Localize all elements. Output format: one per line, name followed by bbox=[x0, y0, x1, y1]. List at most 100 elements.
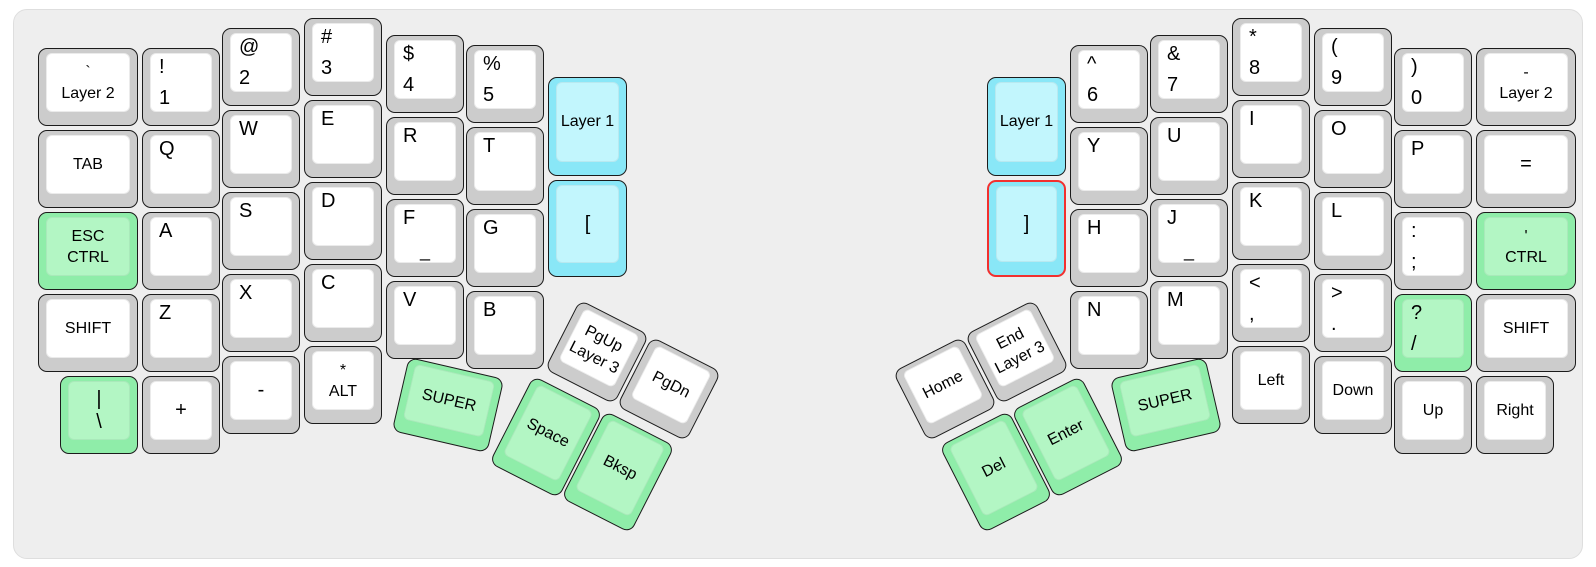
f-key[interactable]: F_ bbox=[386, 199, 464, 277]
hash-3-key[interactable]: #3 bbox=[304, 18, 382, 96]
p-legend: P bbox=[1411, 138, 1425, 160]
arrow-down-key[interactable]: Down bbox=[1314, 356, 1392, 434]
super-left-keycap: SUPER bbox=[402, 363, 496, 438]
b-key[interactable]: B bbox=[466, 291, 544, 369]
colon-semicolon-key[interactable]: :; bbox=[1394, 212, 1472, 290]
at-2-key[interactable]: @2 bbox=[222, 28, 300, 106]
quote-ctrl-legend-lines: 'CTRL bbox=[1485, 218, 1567, 275]
r-key[interactable]: R bbox=[386, 117, 464, 195]
w-key[interactable]: W bbox=[222, 110, 300, 188]
layer2-left-legend-lines: `Layer 2 bbox=[47, 54, 129, 111]
greater-period-keycap: >. bbox=[1322, 279, 1384, 338]
percent-5-keycap: %5 bbox=[474, 50, 536, 109]
layer1-right-keycap: Layer 1 bbox=[995, 82, 1058, 162]
paren-0-key[interactable]: )0 bbox=[1394, 48, 1472, 126]
esc-ctrl-keycap: ESC CTRL bbox=[46, 217, 130, 276]
exclam-1-keycap: !1 bbox=[150, 53, 212, 112]
z-keycap: Z bbox=[150, 299, 212, 358]
percent-5-key[interactable]: %5 bbox=[466, 45, 544, 123]
arrow-right-keycap: Right bbox=[1484, 381, 1546, 440]
arrow-up-key[interactable]: Up bbox=[1394, 376, 1472, 454]
question-slash-key[interactable]: ?/ bbox=[1394, 294, 1472, 372]
equals-key[interactable]: = bbox=[1476, 130, 1576, 208]
t-key[interactable]: T bbox=[466, 127, 544, 205]
g-key[interactable]: G bbox=[466, 209, 544, 287]
a-keycap: A bbox=[150, 217, 212, 276]
y-keycap: Y bbox=[1078, 132, 1140, 191]
k-key[interactable]: K bbox=[1232, 182, 1310, 260]
percent-5-legend: 5 bbox=[483, 84, 495, 106]
c-key[interactable]: C bbox=[304, 264, 382, 342]
esc-ctrl-legend: CTRL bbox=[67, 248, 109, 266]
exclam-1-key[interactable]: !1 bbox=[142, 48, 220, 126]
left-bracket-key[interactable]: [ bbox=[548, 180, 627, 277]
esc-ctrl-legend: ESC bbox=[71, 227, 105, 245]
minus-key[interactable]: - bbox=[222, 356, 300, 434]
paren-0-keycap: )0 bbox=[1402, 53, 1464, 112]
minus-layer2-key[interactable]: -Layer 2 bbox=[1476, 48, 1576, 126]
d-key[interactable]: D bbox=[304, 182, 382, 260]
a-key[interactable]: A bbox=[142, 212, 220, 290]
p-key[interactable]: P bbox=[1394, 130, 1472, 208]
at-2-legend: @ bbox=[239, 36, 260, 58]
greater-period-key[interactable]: >. bbox=[1314, 274, 1392, 352]
amp-7-legend: 7 bbox=[1167, 74, 1179, 96]
layer1-right-key[interactable]: Layer 1 bbox=[987, 77, 1066, 176]
equals-keycap: = bbox=[1484, 135, 1568, 194]
plus-key[interactable]: + bbox=[142, 376, 220, 454]
x-key[interactable]: X bbox=[222, 274, 300, 352]
arrow-right-legend: Right bbox=[1496, 401, 1534, 419]
shift-right-key[interactable]: SHIFT bbox=[1476, 294, 1576, 372]
colon-semicolon-keycap: :; bbox=[1402, 217, 1464, 276]
arrow-left-key[interactable]: Left bbox=[1232, 346, 1310, 424]
l-key[interactable]: L bbox=[1314, 192, 1392, 270]
m-keycap: M bbox=[1158, 286, 1220, 345]
caret-6-key[interactable]: ^6 bbox=[1070, 45, 1148, 123]
super-right-legend: SUPER bbox=[1136, 385, 1194, 415]
n-keycap: N bbox=[1078, 296, 1140, 355]
h-key[interactable]: H bbox=[1070, 209, 1148, 287]
q-legend: Q bbox=[159, 138, 175, 160]
e-key[interactable]: E bbox=[304, 100, 382, 178]
plus-legend: + bbox=[175, 399, 187, 421]
amp-7-key[interactable]: &7 bbox=[1150, 35, 1228, 113]
shift-left-key[interactable]: SHIFT bbox=[38, 294, 138, 372]
m-key[interactable]: M bbox=[1150, 281, 1228, 359]
paren-9-keycap: (9 bbox=[1322, 33, 1384, 92]
c-legend: C bbox=[321, 272, 336, 294]
o-key[interactable]: O bbox=[1314, 110, 1392, 188]
paren-9-key[interactable]: (9 bbox=[1314, 28, 1392, 106]
v-key[interactable]: V bbox=[386, 281, 464, 359]
equals-legend: = bbox=[1520, 153, 1532, 175]
less-comma-legend: , bbox=[1249, 303, 1255, 325]
j-key[interactable]: J_ bbox=[1150, 199, 1228, 277]
layer2-left-key[interactable]: `Layer 2 bbox=[38, 48, 138, 126]
i-key[interactable]: I bbox=[1232, 100, 1310, 178]
b-legend: B bbox=[483, 299, 497, 321]
esc-ctrl-key[interactable]: ESC CTRL bbox=[38, 212, 138, 290]
e-legend: E bbox=[321, 108, 335, 130]
less-comma-key[interactable]: <, bbox=[1232, 264, 1310, 342]
y-key[interactable]: Y bbox=[1070, 127, 1148, 205]
l-keycap: L bbox=[1322, 197, 1384, 256]
greater-period-legend: > bbox=[1331, 282, 1343, 304]
arrow-right-key[interactable]: Right bbox=[1476, 376, 1554, 454]
z-key[interactable]: Z bbox=[142, 294, 220, 372]
left-bracket-keycap: [ bbox=[556, 185, 619, 263]
less-comma-keycap: <, bbox=[1240, 269, 1302, 328]
pipe-backslash-key[interactable]: |\ bbox=[60, 376, 138, 454]
quote-ctrl-key[interactable]: 'CTRL bbox=[1476, 212, 1576, 290]
s-key[interactable]: S bbox=[222, 192, 300, 270]
right-bracket-key[interactable]: ] bbox=[987, 180, 1066, 277]
star-alt-key[interactable]: *ALT bbox=[304, 346, 382, 424]
layer1-left-key[interactable]: Layer 1 bbox=[548, 77, 627, 176]
dollar-4-key[interactable]: $4 bbox=[386, 35, 464, 113]
esc-ctrl-legend-lines: ESC CTRL bbox=[47, 218, 129, 275]
n-key[interactable]: N bbox=[1070, 291, 1148, 369]
tab-key[interactable]: TAB bbox=[38, 130, 138, 208]
q-key[interactable]: Q bbox=[142, 130, 220, 208]
u-key[interactable]: U bbox=[1150, 117, 1228, 195]
question-slash-legend: / bbox=[1411, 333, 1417, 355]
g-legend: G bbox=[483, 217, 499, 239]
star-8-key[interactable]: *8 bbox=[1232, 18, 1310, 96]
